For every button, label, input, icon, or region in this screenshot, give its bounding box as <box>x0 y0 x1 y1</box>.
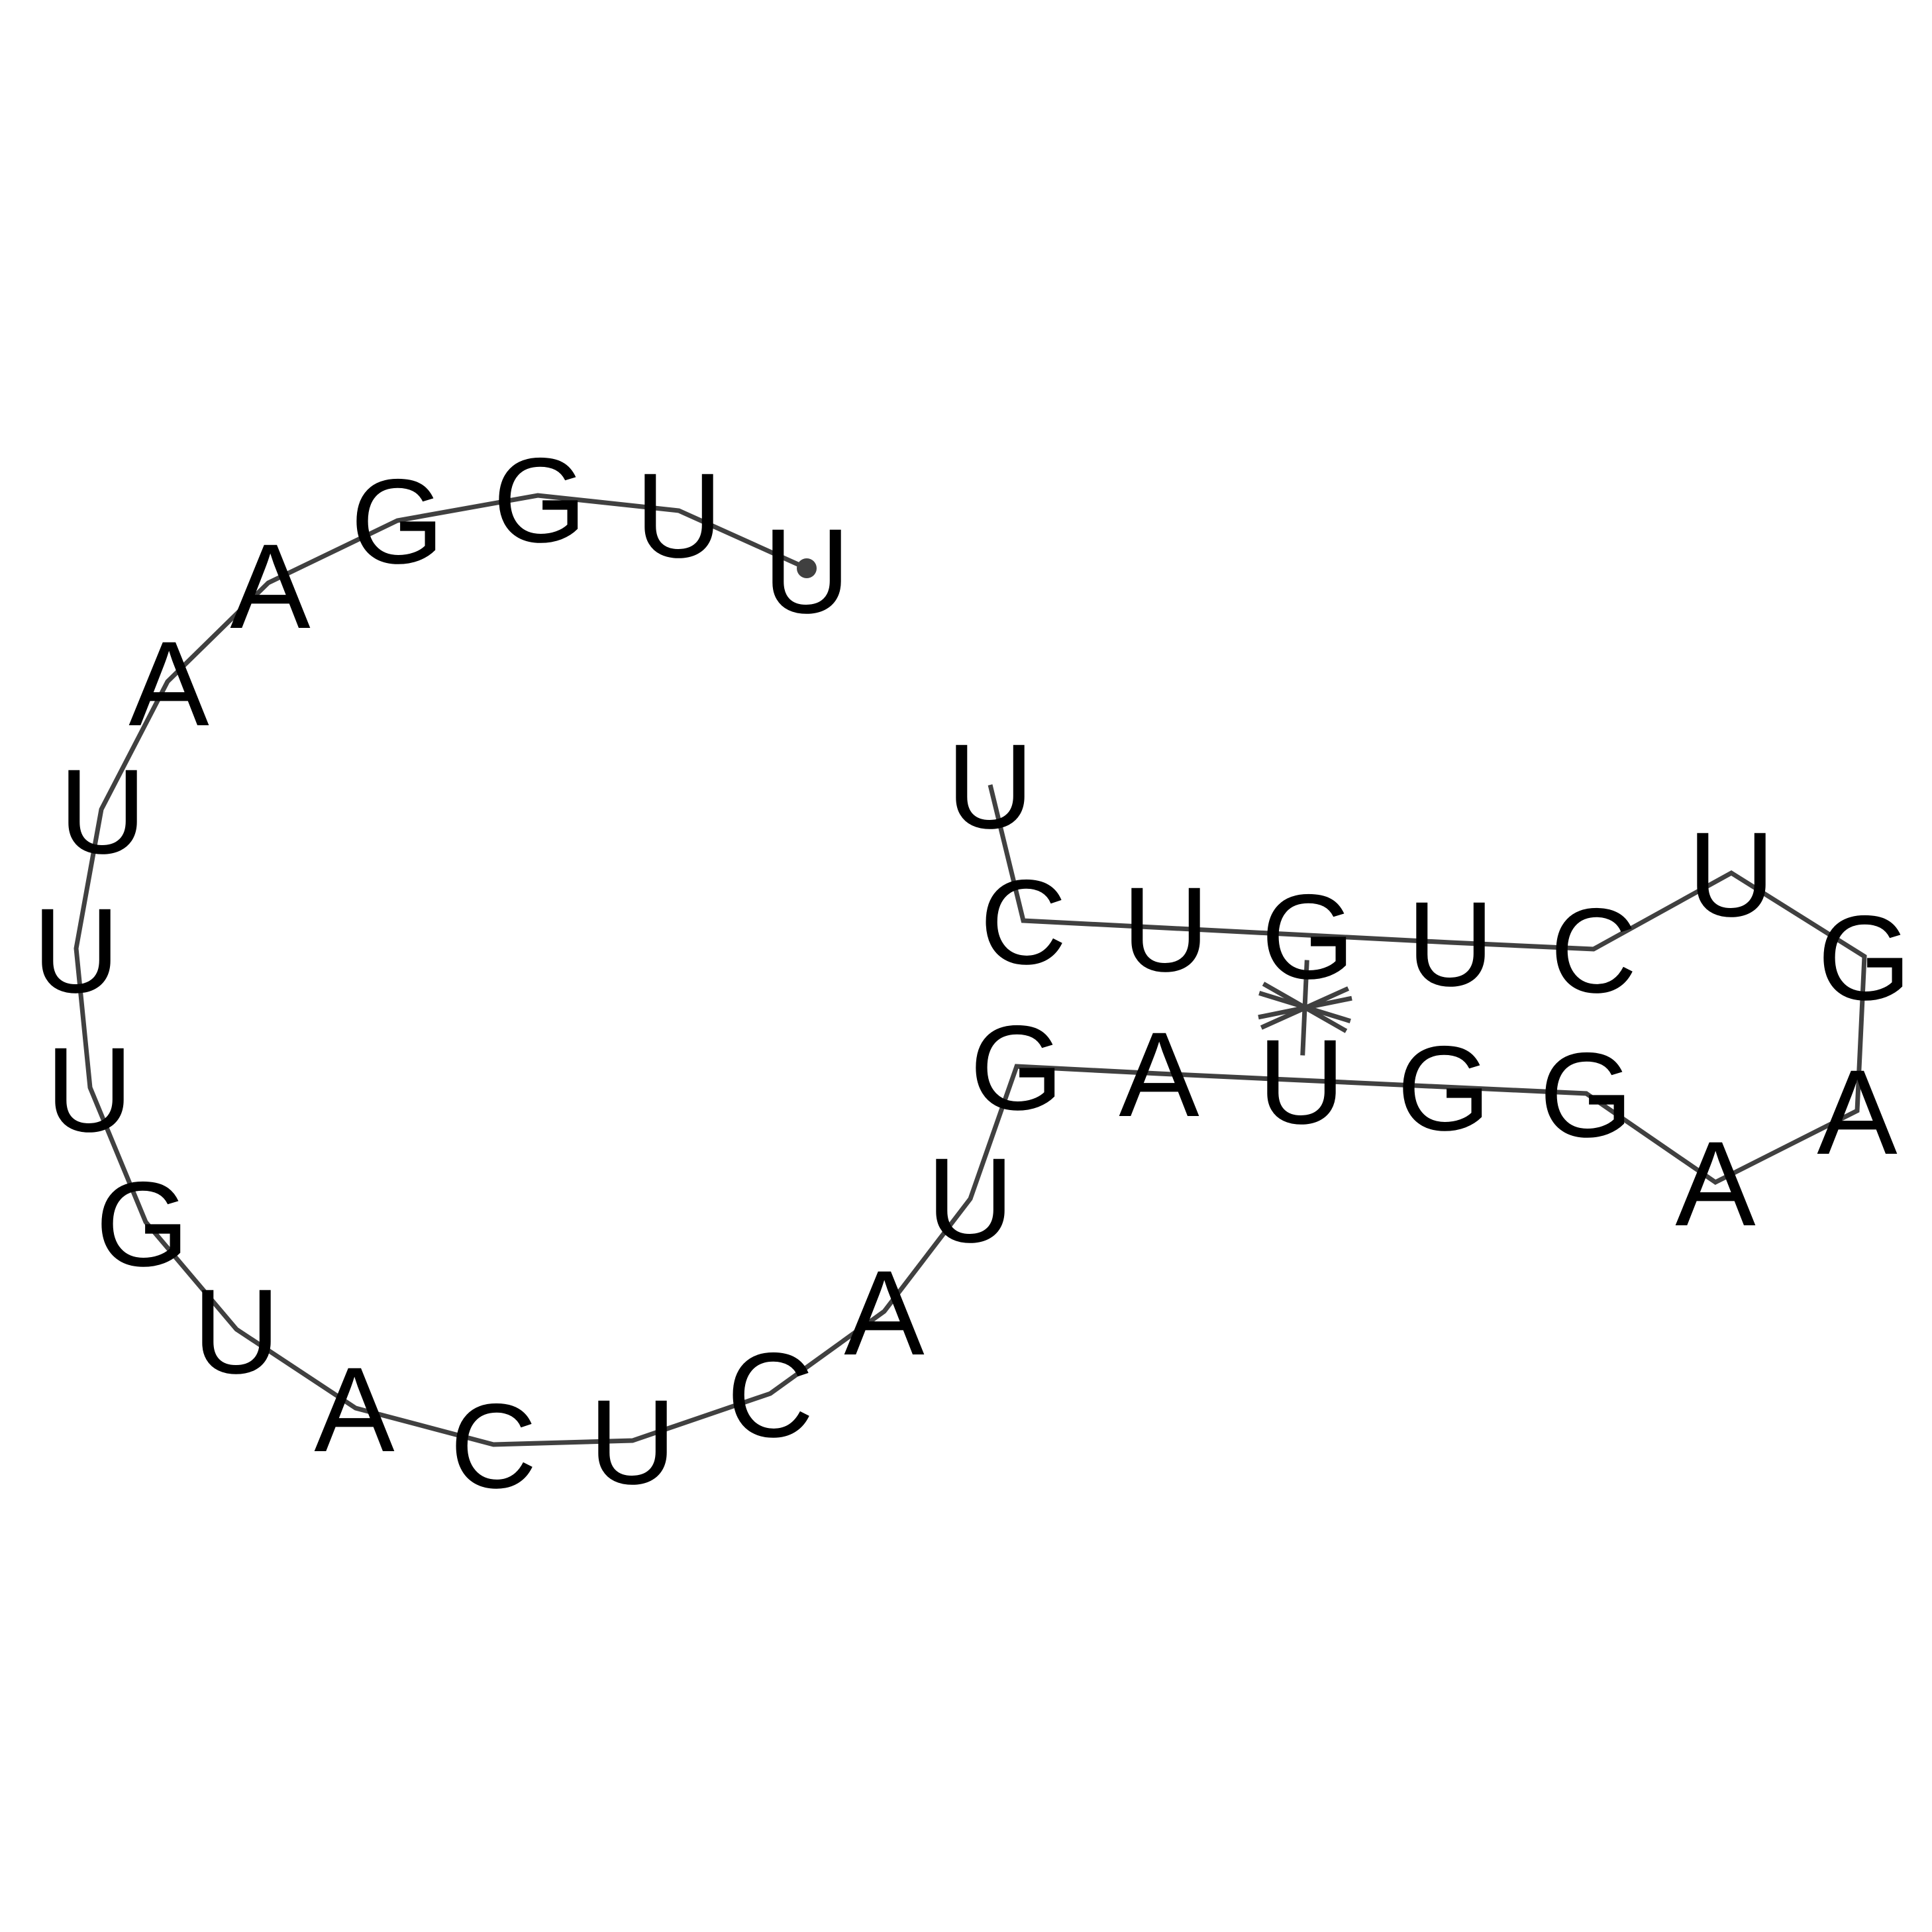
nucleotide-14: U <box>589 1374 676 1509</box>
nucleotide-5: A <box>230 519 311 654</box>
nucleotide-27: C <box>1550 883 1637 1018</box>
nucleotide-12: A <box>314 1342 395 1477</box>
nucleotide-9: U <box>46 1022 132 1157</box>
nucleotide-24: A <box>1817 1044 1898 1180</box>
nucleotide-29: G <box>1261 869 1355 1004</box>
nucleotide-15: C <box>727 1327 813 1462</box>
nucleotide-18: G <box>970 1000 1064 1135</box>
nucleotide-28: U <box>1407 876 1494 1011</box>
nucleotide-1: U <box>763 503 850 638</box>
nucleotide-22: G <box>1539 1027 1633 1162</box>
base-pair-bond-5 <box>1258 991 1351 1023</box>
nucleotide-26: U <box>1688 807 1774 942</box>
nucleotide-23: A <box>1675 1116 1756 1251</box>
nucleotide-32: U <box>946 719 1033 854</box>
three-prime-end-marker <box>797 558 817 578</box>
nucleotide-3: G <box>493 432 587 568</box>
nucleotide-25: G <box>1817 890 1911 1025</box>
nucleotide-19: A <box>1119 1007 1199 1142</box>
nucleotide-7: U <box>59 744 146 879</box>
nucleotide-31: C <box>980 854 1066 990</box>
nucleotide-2: U <box>635 448 722 583</box>
nucleotide-8: U <box>32 883 119 1018</box>
base-pair-bonds-layer <box>1258 960 1352 1056</box>
nucleotide-10: G <box>95 1156 189 1292</box>
backbone-line <box>74 493 1867 1447</box>
nucleotide-21: G <box>1397 1021 1491 1156</box>
nucleotide-20: U <box>1258 1014 1345 1149</box>
nucleotide-6: A <box>128 616 209 751</box>
nucleotide-4: G <box>350 454 444 589</box>
nucleotide-13: C <box>450 1378 536 1513</box>
nucleotide-11: U <box>193 1264 280 1399</box>
nucleotide-16: A <box>844 1245 925 1380</box>
nucleotide-17: U <box>927 1133 1013 1268</box>
nucleotide-30: U <box>1122 862 1209 997</box>
